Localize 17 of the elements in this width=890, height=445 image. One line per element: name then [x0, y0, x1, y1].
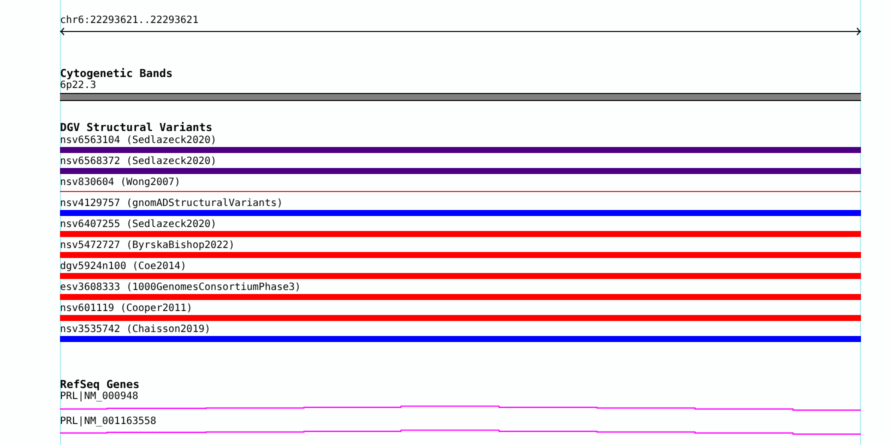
feature-label: PRL|NM_001163558: [60, 416, 156, 427]
feature-label: nsv830604 (Wong2007): [60, 177, 180, 188]
feature-label: nsv3535742 (Chaisson2019): [60, 324, 211, 335]
feature-label: nsv4129757 (gnomADStructuralVariants): [60, 198, 283, 209]
track-title: RefSeq Genes: [60, 379, 140, 391]
feature-label: 6p22.3: [60, 80, 96, 91]
feature-label: nsv6568372 (Sedlazeck2020): [60, 156, 217, 167]
feature-label: nsv6563104 (Sedlazeck2020): [60, 135, 217, 146]
locus-label: chr6:22293621..22293621: [60, 15, 198, 27]
feature-label: nsv5472727 (ByrskaBishop2022): [60, 240, 235, 251]
feature-label: esv3608333 (1000GenomesConsortiumPhase3): [60, 282, 301, 293]
feature-label: dgv5924n100 (Coe2014): [60, 261, 186, 272]
track-title: Cytogenetic Bands: [60, 68, 173, 80]
feature-label: nsv601119 (Cooper2011): [60, 303, 192, 314]
track-title: DGV Structural Variants: [60, 122, 212, 134]
feature-label: PRL|NM_000948: [60, 391, 138, 402]
feature-label: nsv6407255 (Sedlazeck2020): [60, 219, 217, 230]
